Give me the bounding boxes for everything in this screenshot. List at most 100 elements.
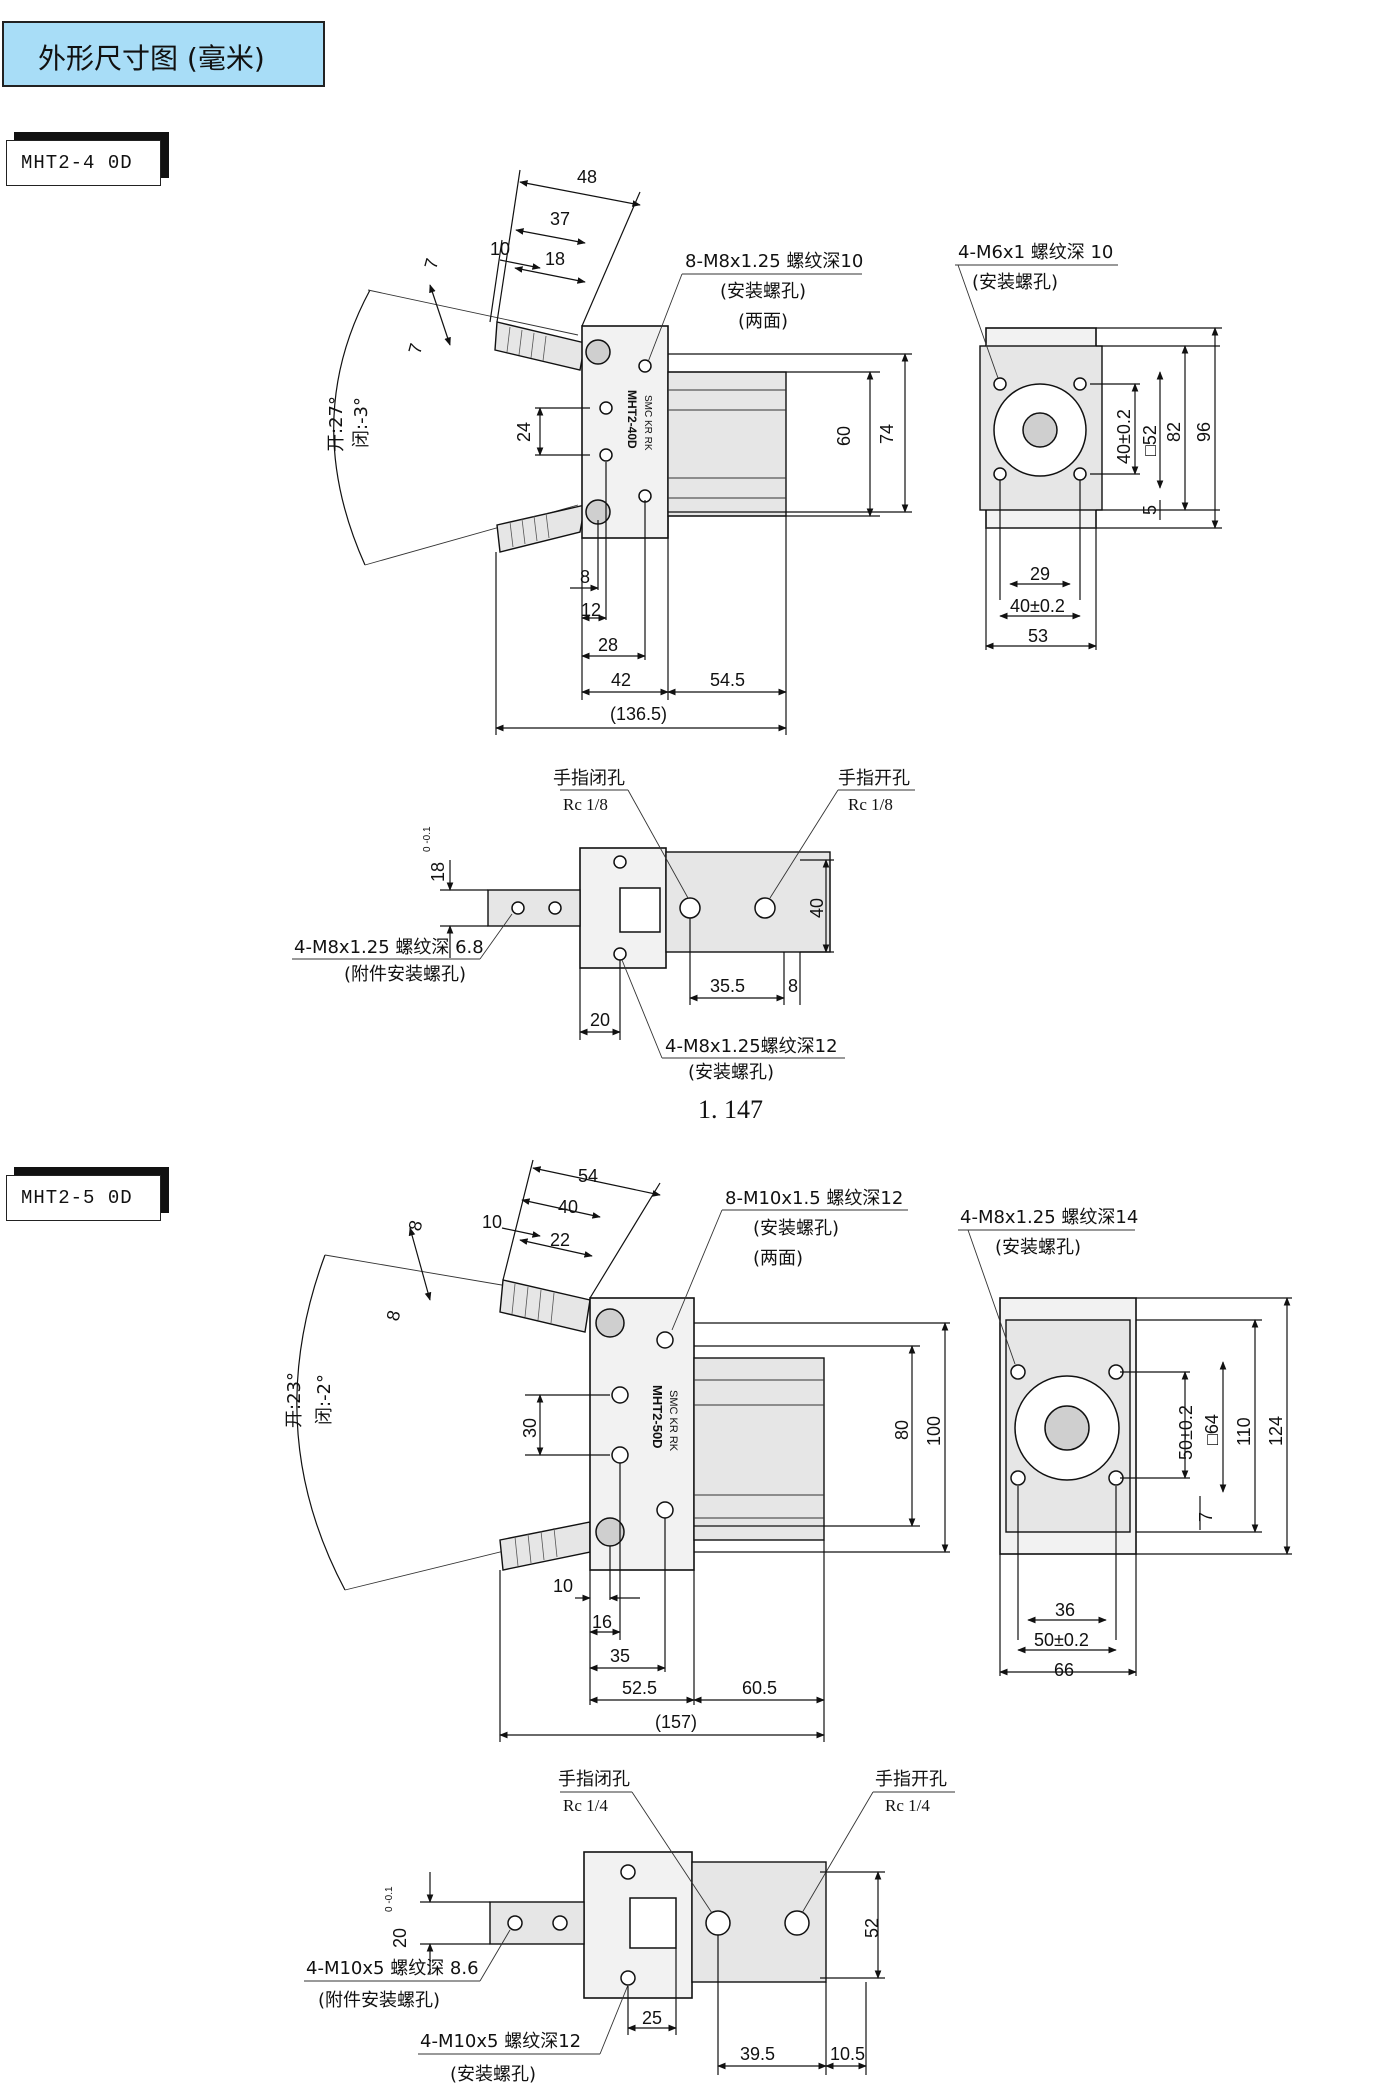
dim-25: 25 <box>642 2008 662 2028</box>
dim-10-b: 10 <box>553 1576 573 1596</box>
model-tag-label: MHT2-4 0D <box>21 152 133 174</box>
dim-8a: 8 <box>405 1218 427 1233</box>
close-port-label: 手指闭孔 <box>558 1769 630 1790</box>
end-note2: (安装螺孔) <box>972 272 1058 293</box>
end-note2: (安装螺孔) <box>995 1237 1081 1258</box>
dim-28: 28 <box>598 635 618 655</box>
dim-39-5: 39.5 <box>740 2044 775 2064</box>
dim-96: 96 <box>1194 422 1214 442</box>
dim-157: (157) <box>655 1712 697 1732</box>
mount-hole <box>599 448 613 462</box>
dim-10: 10 <box>490 239 510 259</box>
dim-40: 40 <box>558 1197 578 1217</box>
model-b-top-view: 手指闭孔 Rc 1/4 手指开孔 Rc 1/4 4-M10x5 螺纹深 8.6 … <box>304 1769 955 2085</box>
lower-finger <box>499 1521 591 1571</box>
dim-22: 22 <box>550 1230 570 1250</box>
close-angle: 闭:-2° <box>314 1374 335 1425</box>
dim-48: 48 <box>577 167 597 187</box>
dim-sq-64: □64 <box>1202 1414 1222 1445</box>
dim-sq-52: □52 <box>1140 425 1160 456</box>
model-tag-label: MHT2-5 0D <box>21 1187 133 1209</box>
dim-50-0-2: 50±0.2 <box>1176 1405 1196 1460</box>
finger-swing-arc <box>296 1254 346 1591</box>
dim-60: 60 <box>834 426 854 446</box>
open-port-label: 手指开孔 <box>838 768 910 789</box>
dim-54: 54 <box>578 1166 598 1186</box>
cylinder-body <box>667 371 787 517</box>
open-port <box>784 1910 810 1936</box>
header-title: 外形尺寸图 (毫米) <box>38 42 265 75</box>
close-port-label: 手指闭孔 <box>553 768 625 789</box>
mount-thread-note-top2: (安装螺孔) <box>450 2064 536 2085</box>
dim-42: 42 <box>611 670 631 690</box>
open-port-label: 手指开孔 <box>875 1769 947 1790</box>
dim-40: 40 <box>807 898 827 918</box>
cylinder-body <box>693 1357 825 1541</box>
dim-29: 29 <box>1030 564 1050 584</box>
dim-20: 20 <box>390 1928 410 1948</box>
open-port-rc: Rc 1/8 <box>848 795 893 814</box>
dim-37: 37 <box>550 209 570 229</box>
body-brand-label: SMC KR RK <box>667 1390 679 1452</box>
dim-80: 80 <box>892 1420 912 1440</box>
dim-40-0-2-b: 40±0.2 <box>1010 596 1065 616</box>
mount-thread-note: 8-M10x1.5 螺纹深12 <box>725 1188 903 1209</box>
dim-16: 16 <box>592 1612 612 1632</box>
lower-finger <box>496 504 586 553</box>
model-tag-mht2-40d: MHT2-4 0D <box>6 140 161 186</box>
dim-110: 110 <box>1234 1417 1254 1446</box>
model-tag-mht2-50d: MHT2-5 0D <box>6 1175 161 1221</box>
dim-10-5: 10.5 <box>830 2044 865 2064</box>
dim-20-tol: 0 -0.1 <box>384 1886 395 1912</box>
mount-thread-note: 8-M8x1.25 螺纹深10 <box>685 251 863 272</box>
section-header: 外形尺寸图 (毫米) <box>2 21 325 87</box>
end-note: 4-M8x1.25 螺纹深14 <box>960 1207 1138 1228</box>
dim-30: 30 <box>520 1418 540 1438</box>
close-port-rc: Rc 1/4 <box>563 1796 608 1815</box>
piston-bore <box>1022 412 1058 448</box>
dim-20: 20 <box>590 1010 610 1030</box>
mount-thread-note2: (安装螺孔) <box>753 1218 839 1239</box>
dim-40-0-2: 40±0.2 <box>1114 409 1134 464</box>
dim-12: 12 <box>581 600 601 620</box>
accessory-thread-note: 4-M8x1.25 螺纹深 6.8 <box>294 937 484 958</box>
piston-bore <box>1044 1405 1090 1451</box>
dim-10: 10 <box>482 1212 502 1232</box>
dim-5: 5 <box>1140 505 1160 515</box>
dim-82: 82 <box>1164 422 1184 442</box>
mount-thread-note3: (两面) <box>753 1248 803 1269</box>
dim-35-5: 35.5 <box>710 976 745 996</box>
dim-66: 66 <box>1054 1660 1074 1680</box>
dim-100: 100 <box>924 1416 944 1446</box>
dim-52: 52 <box>862 1918 882 1938</box>
mount-hole <box>595 1308 625 1338</box>
accessory-thread-note2: (附件安装螺孔) <box>344 964 466 985</box>
mount-hole <box>638 359 652 373</box>
dim-7: 7 <box>1196 1512 1216 1522</box>
model-a-top-view: 手指闭孔 Rc 1/8 手指开孔 Rc 1/8 4-M8x1.25 螺纹深 6.… <box>292 768 915 1083</box>
body-model-label: MHT2-40D <box>625 390 639 449</box>
open-angle: 开:27° <box>326 396 347 452</box>
mount-hole <box>599 401 613 415</box>
dim-124: 124 <box>1266 1416 1286 1446</box>
open-angle: 开:23° <box>284 1372 305 1428</box>
mount-thread-note3: (两面) <box>738 311 788 332</box>
dim-74: 74 <box>877 424 897 444</box>
accessory-thread-note: 4-M10x5 螺纹深 8.6 <box>306 1958 479 1979</box>
open-port <box>754 897 776 919</box>
finger-swing-arc <box>333 289 371 566</box>
upper-finger <box>499 1279 591 1333</box>
end-note: 4-M6x1 螺纹深 10 <box>958 242 1113 263</box>
dim-8: 8 <box>580 567 590 587</box>
dim-8-top: 8 <box>788 976 798 996</box>
mount-thread-note-top2: (安装螺孔) <box>688 1062 774 1083</box>
dim-54-5: 54.5 <box>710 670 745 690</box>
model-b-side-view: MHT2-50D SMC KR RK 54 40 10 22 8 8 开:23°… <box>284 1159 950 1742</box>
mount-hole <box>585 339 611 365</box>
page-number: 1. 147 <box>698 1095 763 1124</box>
close-port-rc: Rc 1/8 <box>563 795 608 814</box>
dim-52-5: 52.5 <box>622 1678 657 1698</box>
body-model-label: MHT2-50D <box>650 1385 665 1449</box>
dim-24: 24 <box>514 422 534 442</box>
